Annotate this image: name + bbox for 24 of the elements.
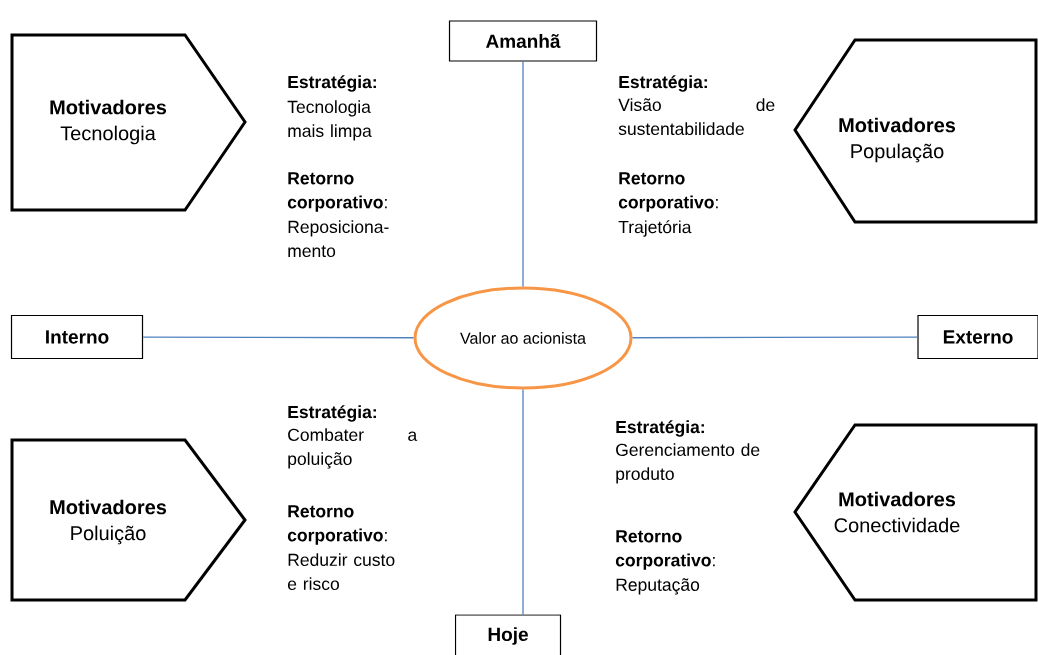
text-label: Reputação bbox=[616, 578, 700, 595]
text-label: Estratégia: bbox=[616, 420, 704, 437]
text-label: Combater a poluição bbox=[288, 428, 418, 469]
connector-line bbox=[142, 336, 415, 339]
connector-line bbox=[631, 336, 919, 339]
text-label: Reduzir custo e risco bbox=[287, 553, 395, 591]
text-label: Estratégia: bbox=[288, 75, 376, 92]
text-label: Visão de sustentabilidade bbox=[618, 98, 775, 136]
text-label: Retorno corporativo: bbox=[287, 172, 387, 212]
text-label: Retorno corporativo: bbox=[287, 505, 387, 545]
text-label: Tecnologia mais limpa bbox=[287, 100, 372, 141]
text-label: Trajetória bbox=[618, 220, 692, 237]
label-box: Amanhã bbox=[448, 20, 598, 62]
text-label: Estratégia: bbox=[619, 75, 707, 92]
label-box: Externo bbox=[917, 314, 1038, 360]
connector-line bbox=[522, 60, 524, 288]
text-label: Reposiciona- mento bbox=[288, 220, 389, 258]
label-box: Hoje bbox=[454, 614, 562, 655]
text-label: Estratégia: bbox=[288, 405, 376, 422]
connector-line bbox=[522, 388, 524, 616]
text-label: Gerenciamento de produto bbox=[616, 443, 760, 484]
label-box: Interno bbox=[10, 314, 144, 360]
text-label: Retorno corporativo: bbox=[615, 530, 715, 570]
text-label: Retorno corporativo: bbox=[618, 172, 718, 212]
